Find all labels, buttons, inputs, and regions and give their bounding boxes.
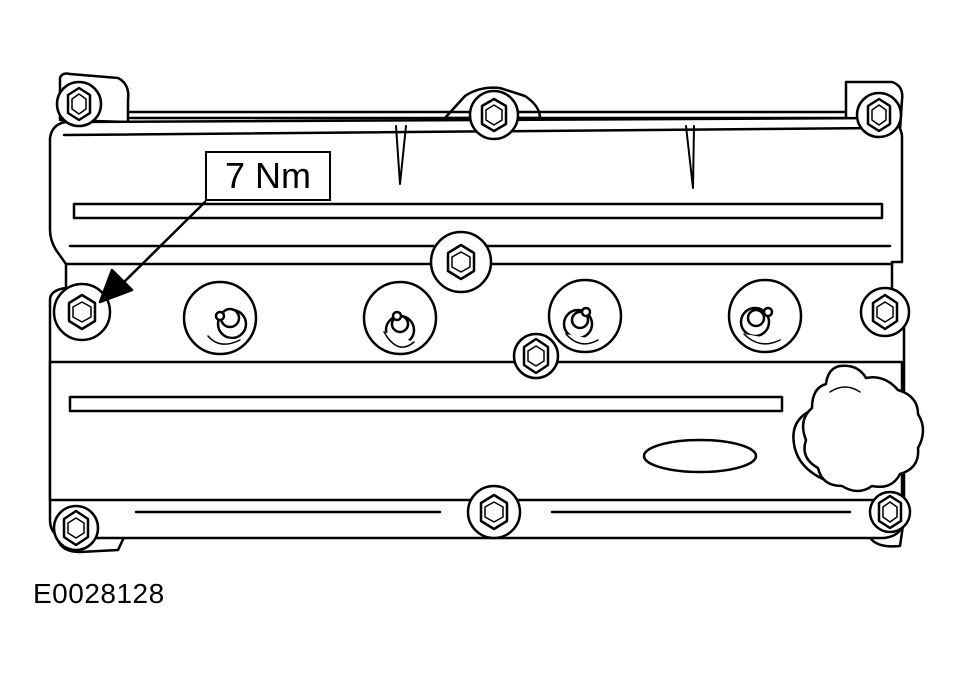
bolt-top-left <box>55 80 103 128</box>
casting-marks <box>395 125 695 189</box>
oil-filler-cap <box>792 364 925 493</box>
bolt-bottom-middle <box>466 484 522 540</box>
logo-oval <box>642 438 758 474</box>
bolt-center-upper <box>429 230 493 294</box>
bolt-left-middle <box>52 282 112 342</box>
bolt-center-lower <box>512 332 560 380</box>
cover-slots <box>68 202 884 413</box>
spark-plug-well-3 <box>547 278 623 354</box>
torque-callout-label: 7 Nm <box>205 151 331 201</box>
bolts <box>52 80 912 552</box>
spark-plug-wells <box>182 278 803 356</box>
spark-plug-well-2 <box>362 280 438 356</box>
spark-plug-well-4 <box>727 278 803 354</box>
bolt-right-middle <box>859 286 911 338</box>
bolt-bottom-left <box>52 504 100 552</box>
torque-arrow <box>98 200 207 304</box>
bolt-top-middle <box>468 89 520 141</box>
figure-id: E0028128 <box>33 578 165 609</box>
bolt-top-right <box>855 91 903 139</box>
bolt-bottom-right <box>868 490 912 534</box>
spark-plug-well-1 <box>182 280 258 356</box>
